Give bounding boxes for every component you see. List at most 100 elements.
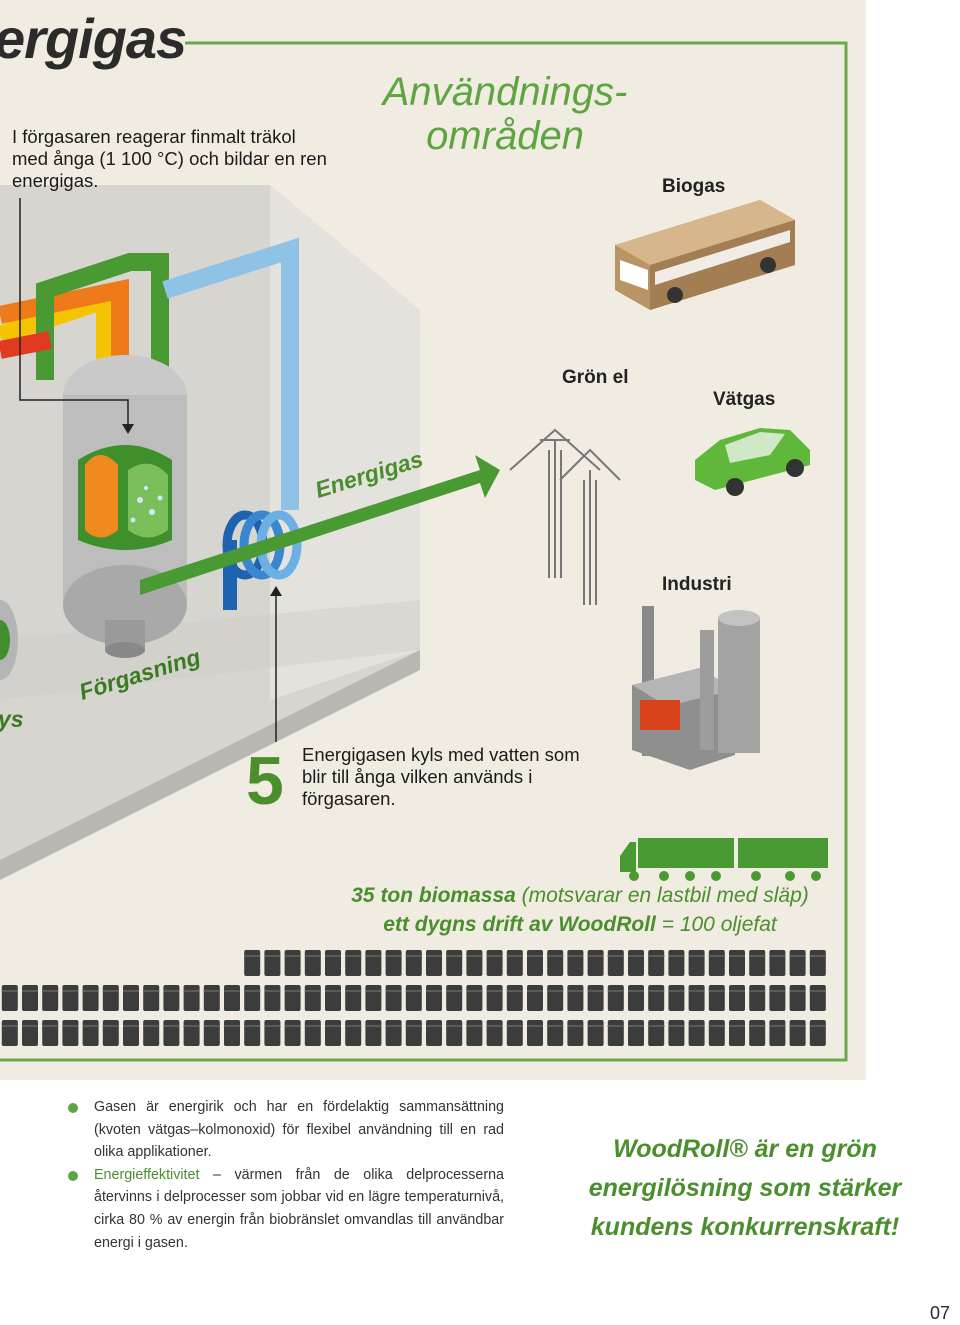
- oil-barrel: [607, 1020, 624, 1046]
- oil-barrel-band: [284, 990, 301, 992]
- oil-barrel-band: [527, 990, 543, 992]
- oil-barrel: [648, 1020, 665, 1046]
- oil-barrel: [688, 985, 705, 1011]
- oil-barrel-band: [648, 955, 665, 957]
- oil-barrel: [567, 950, 584, 976]
- oil-barrel: [284, 950, 301, 976]
- bus-illustration: [615, 200, 795, 310]
- oil-barrel: [587, 1020, 604, 1046]
- oil-barrel: [42, 1020, 59, 1046]
- oil-barrel: [426, 985, 442, 1011]
- oil-barrel-band: [587, 1025, 604, 1027]
- oil-barrel-band: [628, 990, 644, 992]
- oil-barrel-band: [668, 1025, 685, 1027]
- oil-barrel-band: [405, 1025, 422, 1027]
- usage-title-line1: Användnings-: [382, 70, 628, 114]
- usage-title: Användnings- områden: [340, 70, 670, 158]
- oil-barrel-band: [789, 990, 806, 992]
- oil-barrel-band: [183, 990, 200, 992]
- oil-barrel: [325, 950, 341, 976]
- oil-barrel-band: [648, 1025, 665, 1027]
- oil-barrel: [668, 985, 685, 1011]
- oil-barrel-band: [385, 990, 402, 992]
- oil-barrel-band: [567, 990, 584, 992]
- oil-barrel: [769, 950, 786, 976]
- oil-barrel-band: [749, 1025, 766, 1027]
- bullet-dot-icon: [68, 1170, 78, 1181]
- oil-barrel: [1, 985, 18, 1011]
- oil-barrel-band: [304, 990, 321, 992]
- oil-barrel: [708, 985, 725, 1011]
- oil-barrel: [385, 1020, 402, 1046]
- oil-barrels: [1, 950, 826, 1046]
- oil-barrel: [224, 985, 240, 1011]
- oil-barrel-band: [1, 990, 18, 992]
- stat-line-2: ett dygns drift av WoodRoll = 100 oljefa…: [300, 913, 860, 937]
- oil-barrel-band: [789, 955, 806, 957]
- oil-barrel-band: [708, 955, 725, 957]
- oil-barrel-band: [769, 990, 786, 992]
- oil-barrel: [789, 950, 806, 976]
- oil-barrel-band: [325, 990, 341, 992]
- oil-barrel-band: [486, 955, 503, 957]
- oil-barrel: [547, 1020, 564, 1046]
- oil-barrel: [385, 985, 402, 1011]
- oil-barrel: [143, 985, 160, 1011]
- slogan: WoodRoll® är en grön energilösning som s…: [570, 1130, 920, 1247]
- oil-barrel: [62, 985, 79, 1011]
- slogan-line1: WoodRoll® är en grön: [613, 1135, 877, 1163]
- oil-barrel: [547, 950, 564, 976]
- oil-barrel: [82, 985, 99, 1011]
- oil-barrel: [405, 1020, 422, 1046]
- car-illustration: [695, 428, 810, 496]
- oil-barrel: [769, 1020, 786, 1046]
- oil-barrel-band: [466, 1025, 483, 1027]
- oil-barrel-band: [22, 990, 38, 992]
- oil-barrel-band: [102, 1025, 119, 1027]
- oil-barrel-band: [789, 1025, 806, 1027]
- oil-barrel: [506, 1020, 523, 1046]
- oil-barrel-band: [42, 1025, 59, 1027]
- usage-industri-label: Industri: [662, 574, 732, 595]
- oil-barrel: [446, 985, 463, 1011]
- oil-barrel-band: [203, 1025, 220, 1027]
- bullet-text: Gasen är energirik och har en fördelakti…: [94, 1099, 504, 1161]
- oil-barrel: [264, 1020, 281, 1046]
- oil-barrel-band: [405, 990, 422, 992]
- oil-barrel: [769, 985, 786, 1011]
- oil-barrel: [426, 1020, 442, 1046]
- usage-title-line2: områden: [426, 114, 584, 158]
- oil-barrel: [607, 950, 624, 976]
- oil-barrel: [22, 985, 38, 1011]
- oil-barrel: [688, 950, 705, 976]
- oil-barrel: [607, 985, 624, 1011]
- intro-text: I förgasaren reagerar finmalt träkol med…: [12, 126, 327, 191]
- stat-line-2-rest: = 100 oljefat: [655, 913, 777, 936]
- oil-barrel: [809, 950, 826, 976]
- oil-barrel-band: [446, 990, 463, 992]
- oil-barrel-band: [22, 1025, 38, 1027]
- oil-barrel-band: [426, 990, 442, 992]
- oil-barrel-band: [123, 990, 139, 992]
- oil-barrel-band: [82, 1025, 99, 1027]
- oil-barrel-band: [325, 1025, 341, 1027]
- oil-barrel: [628, 1020, 644, 1046]
- oil-barrel: [203, 985, 220, 1011]
- oil-barrel: [345, 950, 362, 976]
- oil-barrel: [668, 1020, 685, 1046]
- oil-barrel-band: [607, 990, 624, 992]
- oil-barrel-band: [244, 1025, 261, 1027]
- oil-barrel-band: [224, 990, 240, 992]
- oil-barrel: [365, 985, 382, 1011]
- oil-barrel-band: [143, 990, 160, 992]
- oil-barrel-band: [527, 955, 543, 957]
- left-fragment-label: ys: [0, 706, 24, 732]
- oil-barrel-band: [304, 1025, 321, 1027]
- oil-barrel-band: [203, 990, 220, 992]
- oil-barrel: [82, 1020, 99, 1046]
- oil-barrel: [405, 985, 422, 1011]
- oil-barrel: [183, 985, 200, 1011]
- oil-barrel: [365, 950, 382, 976]
- oil-barrel: [466, 1020, 483, 1046]
- oil-barrel-band: [163, 990, 180, 992]
